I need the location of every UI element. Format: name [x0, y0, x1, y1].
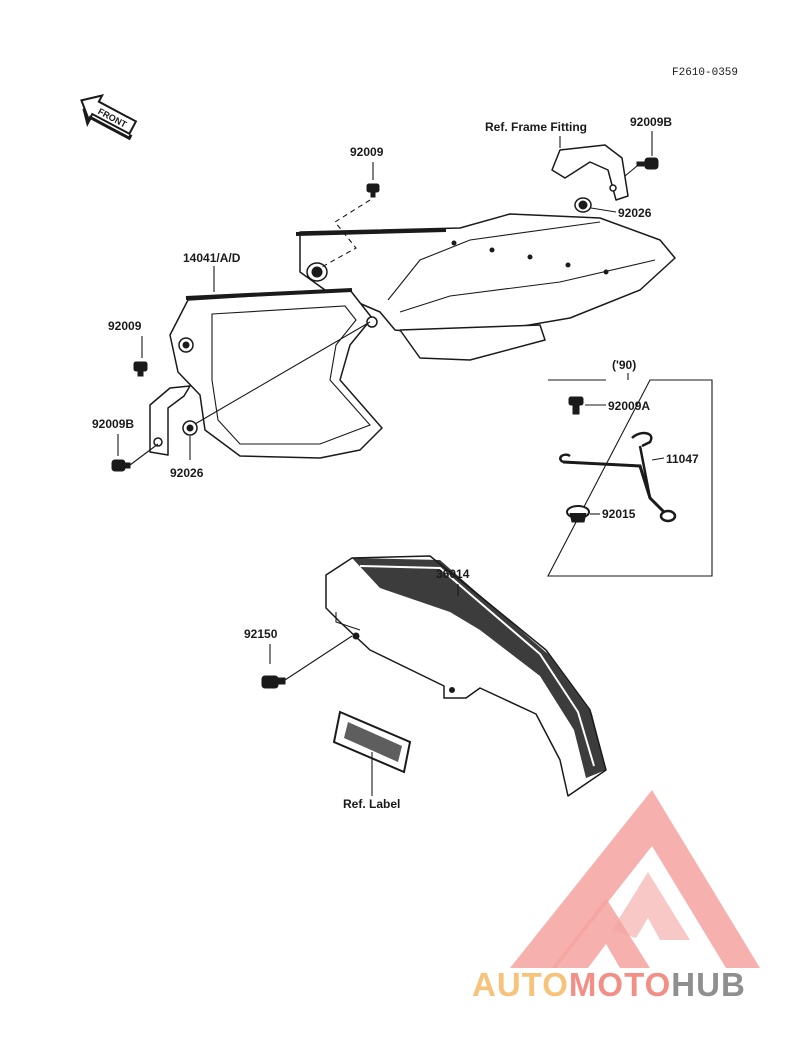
- label-year-group: ('90): [612, 358, 636, 372]
- label-damper-right: 92026: [618, 206, 652, 220]
- bolt-icon: [111, 459, 131, 472]
- bolt-icon: [133, 361, 148, 377]
- year-1990-group: ('90) 92009A 11047 92015: [547, 358, 713, 577]
- watermark-hub: HUB: [671, 966, 746, 1003]
- watermark-moto: MOTO: [569, 966, 671, 1003]
- label-damper-left: 92026: [170, 466, 204, 480]
- label-spring: 11047: [666, 452, 699, 466]
- watermark-auto: AUTO: [472, 966, 569, 1003]
- label-bolt-left: 92009: [108, 319, 142, 333]
- bolt-icon: [366, 183, 380, 198]
- label-bolt-b-left: 92009B: [92, 417, 134, 431]
- front-arrow-icon: FRONT: [80, 94, 138, 141]
- label-frame-fitting: Ref. Frame Fitting: [485, 120, 587, 134]
- label-side-cover: 14041/A/D: [183, 251, 241, 265]
- watermark-logo: AUTOMOTOHUB: [472, 790, 760, 1003]
- label-bolt-a: 92009A: [608, 399, 650, 413]
- label-ref-label: Ref. Label: [343, 797, 400, 811]
- label-bolt-top: 92009: [350, 145, 384, 159]
- spring-icon: [559, 431, 677, 523]
- side-cover-14041: [169, 213, 676, 459]
- bolt-icon: [636, 157, 659, 170]
- grommet-icon: [566, 505, 590, 523]
- label-sticker: [332, 710, 412, 774]
- svg-text:AUTOMOTOHUB: AUTOMOTOHUB: [472, 966, 746, 1003]
- bolt-icon: [261, 675, 286, 689]
- label-grommet: 92015: [602, 507, 636, 521]
- label-chain-bolt: 92150: [244, 627, 278, 641]
- bolt-icon: [568, 396, 584, 415]
- figure-code: F2610-0359: [672, 67, 738, 79]
- label-bolt-b-right: 92009B: [630, 115, 672, 129]
- label-chain-cover: 36014: [436, 567, 470, 581]
- chain-cover-36014: [325, 555, 607, 797]
